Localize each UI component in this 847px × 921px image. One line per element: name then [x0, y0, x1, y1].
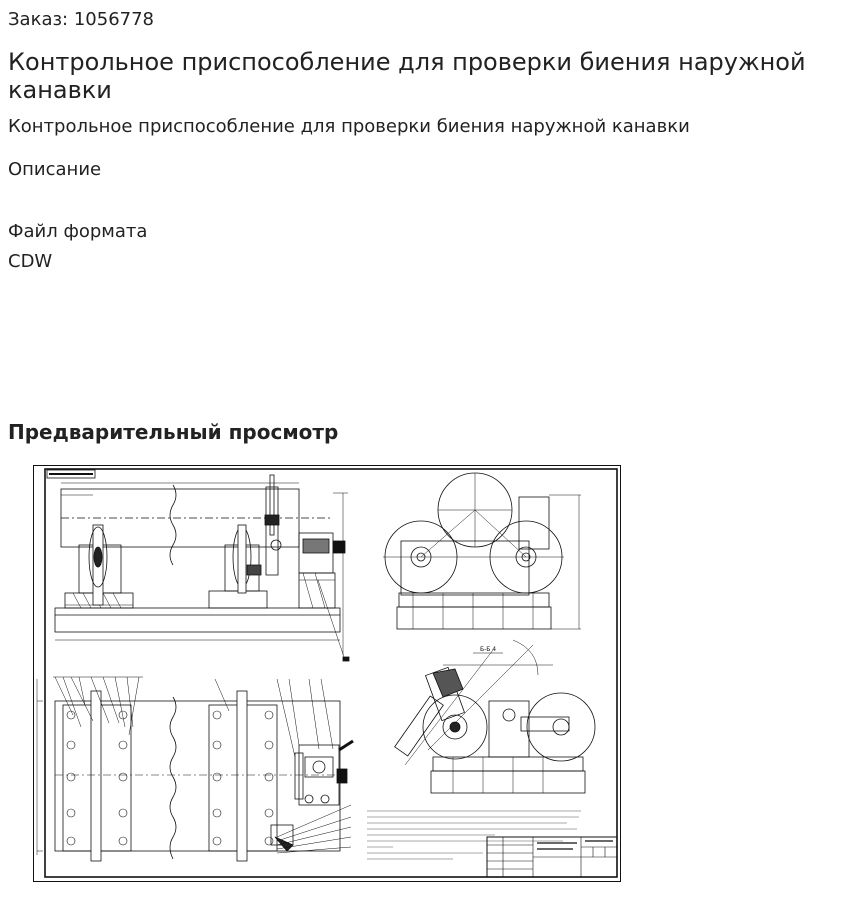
preview-heading: Предварительный просмотр — [8, 420, 339, 444]
front-view — [54, 474, 350, 662]
order-line: Заказ: 1056778 — [8, 9, 154, 31]
bolt-holes — [66, 710, 274, 846]
order-number: 1056778 — [73, 9, 155, 30]
top-view — [36, 676, 354, 862]
description-label: Описание — [8, 159, 102, 180]
technical-drawing: Б-Б 4 — [33, 465, 621, 882]
page-subtitle: Контрольное приспособление для проверки … — [8, 116, 690, 137]
file-format-label: Файл формата — [8, 221, 148, 242]
side-view — [383, 472, 581, 630]
file-format-value: CDW — [8, 251, 53, 272]
page-title: Контрольное приспособление для проверки … — [8, 48, 806, 104]
technical-notes — [367, 810, 581, 860]
order-label: Заказ: — [8, 9, 69, 30]
drawing-preview[interactable]: Б-Б 4 — [33, 465, 621, 882]
section-view: Б-Б 4 — [394, 639, 596, 794]
title-block — [486, 836, 618, 878]
section-label: Б-Б 4 — [480, 646, 496, 653]
